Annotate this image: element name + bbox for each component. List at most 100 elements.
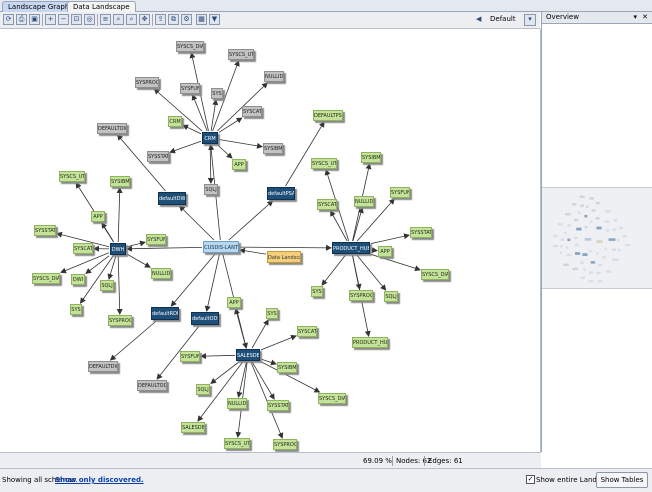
- graph-canvas[interactable]: CUSDIS-LANT Data Landscape CRM SYSCS_DIAG SY…: [0, 29, 541, 452]
- minimap-node: [602, 256, 606, 258]
- zoom-reset-icon[interactable]: ◎: [84, 14, 95, 25]
- layout-menu-icon[interactable]: ▾: [524, 14, 536, 26]
- graph-node-ph12[interactable]: PRODUCT_HUB: [352, 337, 388, 348]
- minimap-node: [596, 252, 598, 254]
- graph-node-sd12[interactable]: SYSPROC: [273, 439, 297, 450]
- graph-node-dwh1[interactable]: SYSCS_UTIL: [59, 171, 85, 182]
- graph-node-sd9[interactable]: SYSCS_DIAG: [318, 393, 346, 404]
- overview-minimap[interactable]: [542, 187, 652, 289]
- graph-node-sd5[interactable]: SYSIBM: [277, 362, 297, 373]
- graph-node-crm5[interactable]: SYSPROC: [135, 77, 159, 88]
- graph-node-dwh3[interactable]: APP: [91, 211, 105, 222]
- graph-node-ph7[interactable]: APP: [378, 246, 392, 257]
- graph-node-dl[interactable]: Data Landscape: [267, 251, 301, 263]
- graph-node-dwh7[interactable]: SYSCS_DIAG: [32, 273, 60, 284]
- graph-node-ph9[interactable]: SYS: [311, 286, 323, 297]
- graph-node-ph[interactable]: PRODUCT_HUB: [332, 242, 370, 254]
- graph-node-crm2[interactable]: SYSCS_UTIL: [228, 49, 254, 60]
- graph-node-ph5[interactable]: SYSCAT: [317, 199, 337, 210]
- graph-node-dc1[interactable]: defaultDWH: [158, 192, 186, 205]
- graph-node-sd1[interactable]: APP: [227, 297, 241, 308]
- toolbar-separator: [152, 14, 153, 26]
- minimap-node: [574, 237, 578, 239]
- graph-node-dwh8[interactable]: DWI: [71, 274, 85, 285]
- minimap-node: [617, 239, 620, 241]
- refresh-icon[interactable]: ⟳: [3, 14, 14, 25]
- graph-node-crm1[interactable]: SYSCS_DIAG: [176, 41, 204, 52]
- graph-node-crm9[interactable]: DEFAULTOWN: [97, 123, 127, 134]
- close-icon[interactable]: ✕: [642, 12, 648, 23]
- graph-node-psaown[interactable]: DEFAULTPSA: [313, 110, 343, 121]
- graph-node-ph2[interactable]: SYSIBM: [361, 152, 381, 163]
- graph-node-crm6[interactable]: SYS: [211, 88, 223, 99]
- graph-node-crm13[interactable]: SQLJ: [204, 184, 218, 195]
- graph-node-dc3[interactable]: defaultRDH: [151, 307, 179, 320]
- settings-icon[interactable]: ⚙: [181, 14, 192, 25]
- graph-node-sd3[interactable]: SYSCAT: [297, 326, 317, 337]
- graph-node-crm11[interactable]: SYSSTAT: [147, 151, 169, 162]
- show-entire-landscape-checkbox[interactable]: ✓: [526, 475, 535, 484]
- expand-icon[interactable]: ✥: [139, 14, 150, 25]
- graph-node-sd6[interactable]: SQLJ: [196, 384, 210, 395]
- search-icon[interactable]: ⌕: [113, 14, 124, 25]
- graph-node-dwh5[interactable]: SYSFUN: [146, 234, 166, 245]
- graph-node-crm[interactable]: CRM: [202, 132, 218, 144]
- show-tables-button[interactable]: Show Tables: [596, 472, 648, 488]
- graph-node-ph4[interactable]: NULLID: [354, 196, 374, 207]
- graph-node-ph3[interactable]: SYSFUN: [390, 187, 410, 198]
- graph-node-sd[interactable]: SALESDB: [236, 349, 260, 361]
- graph-node-dwh10[interactable]: NULLID: [151, 268, 171, 279]
- graph-node-ph8[interactable]: SYSCS_DIAG: [421, 269, 449, 280]
- graph-node-dwh12[interactable]: SYSPROC: [108, 315, 132, 326]
- graph-node-sd8[interactable]: SYSSTAT: [267, 400, 289, 411]
- graph-node-dwh2[interactable]: SYSIBM: [110, 176, 130, 187]
- layout-hierarchic-icon[interactable]: ≡: [100, 14, 111, 25]
- print-icon[interactable]: ⎙: [16, 14, 27, 25]
- color-legend-icon[interactable]: ▦: [196, 14, 207, 25]
- graph-node-sd2[interactable]: SYS: [266, 308, 278, 319]
- graph-node-sd10[interactable]: SALESDB: [181, 422, 205, 433]
- graph-node-crm3[interactable]: NULLID: [264, 71, 284, 82]
- graph-node-root[interactable]: CUSDIS-LANT: [203, 241, 239, 253]
- graph-node-sd11[interactable]: SYSCS_UTIL: [224, 438, 250, 449]
- layout-dropdown[interactable]: ◀ Default ▾: [476, 14, 536, 25]
- graph-node-dwh11[interactable]: SYS: [70, 304, 82, 315]
- export-icon[interactable]: ⇪: [155, 14, 166, 25]
- copy-icon[interactable]: ⧉: [168, 14, 179, 25]
- graph-node-dc2[interactable]: defaultPSA: [267, 187, 295, 200]
- show-discovered-link[interactable]: Show only discovered.: [55, 476, 144, 484]
- tab-landscape-graph[interactable]: Landscape Graph: [2, 1, 75, 12]
- graph-node-ph11[interactable]: SQLJ: [384, 291, 398, 302]
- search-next-icon[interactable]: ⌕: [126, 14, 137, 25]
- graph-node-dwhown[interactable]: DEFAULTDWH: [88, 361, 118, 372]
- graph-node-sd7[interactable]: NULLID: [227, 398, 247, 409]
- graph-node-crm8[interactable]: CRM: [168, 116, 182, 127]
- graph-node-dwh6[interactable]: SYSCAT: [73, 243, 93, 254]
- minimap-node: [580, 204, 584, 206]
- graph-node-dwh9[interactable]: SQLJ: [100, 280, 114, 291]
- minimap-node: [606, 229, 610, 231]
- graph-node-crm7[interactable]: SYSCAT: [242, 106, 262, 117]
- graph-node-dwh[interactable]: DWH: [110, 243, 126, 255]
- graph-node-odsown[interactable]: DEFAULTODS: [137, 380, 167, 391]
- graph-node-dc4[interactable]: defaultODS: [191, 312, 219, 325]
- graph-edge: [183, 125, 201, 133]
- overview-panel: Overview ▾ ✕: [541, 12, 652, 452]
- graph-node-sd4[interactable]: SYSFUN: [180, 351, 200, 362]
- graph-node-ph1[interactable]: SYSCS_UTIL: [311, 158, 337, 169]
- zoom-in-icon[interactable]: +: [45, 14, 56, 25]
- graph-node-crm10[interactable]: SYSIBM: [263, 143, 283, 154]
- graph-node-ph10[interactable]: SYSPROC: [349, 290, 373, 301]
- filter-icon[interactable]: ▼: [209, 14, 220, 25]
- zoom-out-icon[interactable]: −: [58, 14, 69, 25]
- graph-node-ph6[interactable]: SYSSTAT: [410, 227, 432, 238]
- graph-node-crm4[interactable]: SYSFUN: [180, 83, 200, 94]
- graph-node-dwh4[interactable]: SYSSTAT: [34, 225, 56, 236]
- tab-data-landscape[interactable]: Data Landscape: [67, 1, 136, 12]
- save-icon[interactable]: ▣: [29, 14, 40, 25]
- pin-icon[interactable]: ▾: [633, 12, 637, 23]
- zoom-fit-icon[interactable]: ⊡: [71, 14, 82, 25]
- graph-node-crm12[interactable]: APP: [232, 159, 246, 170]
- graph-edge: [322, 255, 345, 285]
- previous-layout-icon[interactable]: ◀: [476, 14, 481, 25]
